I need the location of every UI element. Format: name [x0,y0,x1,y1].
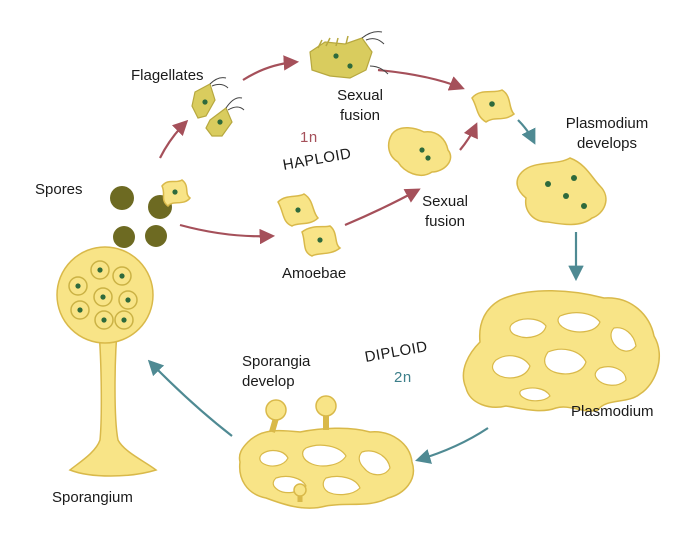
zygote-cell [471,89,516,123]
label-sporangia-develop-line2: develop [242,373,295,390]
label-amoebae: Amoebae [282,265,347,282]
label-plasmodium: Plasmodium [571,403,654,420]
arrow-spores-to-flagellates [159,119,189,159]
diploid-arrows [147,119,584,464]
label-plasmodium-develops-line2: develops [576,135,638,152]
arrow-flagellates-to-fusion [242,55,300,81]
amoebae-illustration [277,193,342,257]
arrow-fusion-to-zygote-lower [459,122,478,151]
arrow-fusion-to-zygote [377,68,465,91]
label-flagellates: Flagellates [131,67,204,84]
arrow-plasmodium-to-sporangia [415,427,489,464]
flagellate-fusion-illustration [309,31,389,79]
haploid-arrows [159,55,478,245]
label-diploid-ploidy: 2n [394,369,412,386]
label-sexual-fusion-top-line2: fusion [339,107,381,124]
flagellates-illustration [191,77,245,137]
plasmodium-develops-cell [516,157,607,226]
label-sporangia-develop: Sporangia develop [242,352,310,392]
label-haploid-ploidy: 1n [300,129,318,146]
arrow-amoebae-to-fusion [344,188,421,227]
label-sporangium: Sporangium [52,489,133,506]
arrow-sporangia-to-sporangium [147,359,233,437]
label-sexual-fusion-top-line1: Sexual [337,87,383,104]
label-sexual-fusion-mid: Sexual fusion [405,192,485,232]
germinating-spore [161,179,192,208]
label-plasmodium-develops: Plasmodium develops [552,114,662,154]
arrow-spores-to-amoebae [179,223,276,245]
label-sexual-fusion-mid-line1: Sexual [422,193,468,210]
plasmodium-network [462,290,661,412]
arrow-zygote-to-plasmodium-develops [517,119,536,145]
amoeba-fusion-illustration [387,127,452,176]
label-spores: Spores [35,181,83,198]
label-sexual-fusion-mid-line2: fusion [424,213,466,230]
label-plasmodium-develops-line1: Plasmodium [565,115,649,132]
label-sporangia-develop-line1: Sporangia [242,353,311,370]
sporangium-illustration [56,246,158,477]
label-sexual-fusion-top: Sexual fusion [330,86,390,126]
spores-illustration [110,186,172,248]
sporangia-develop-illustration [238,395,415,509]
